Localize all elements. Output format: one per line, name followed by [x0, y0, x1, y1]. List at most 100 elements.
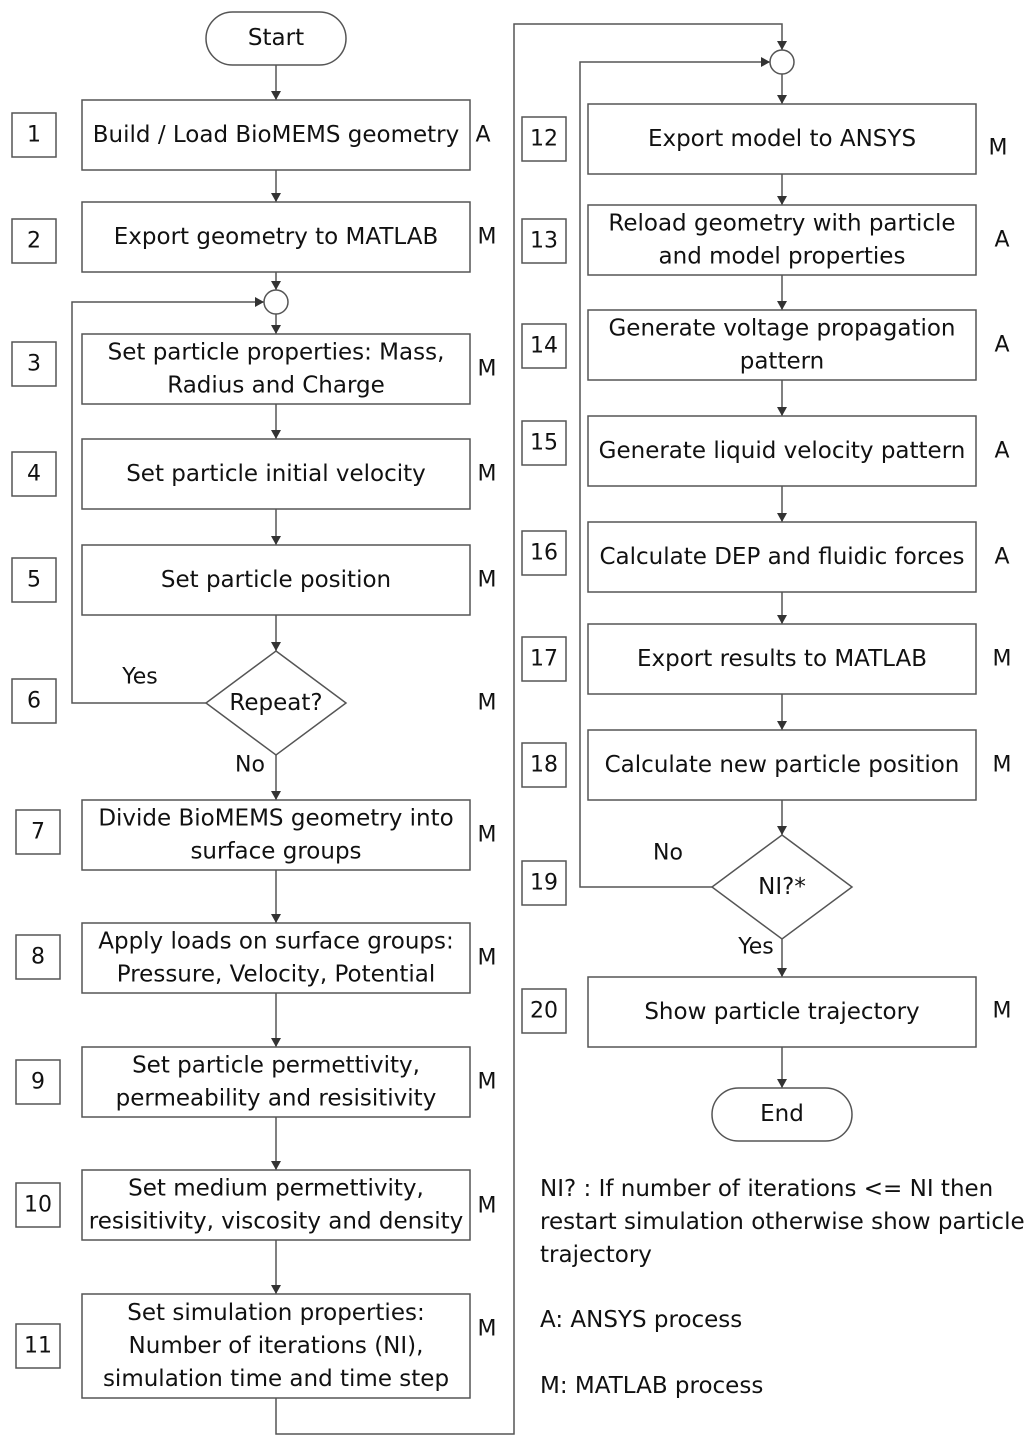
process-box-14	[587, 309, 977, 381]
arrowhead	[777, 513, 787, 522]
process-box-8	[81, 922, 471, 994]
process-box-13	[587, 204, 977, 276]
process-label: Set particle permettivity,	[132, 1053, 420, 1079]
arrowhead	[777, 615, 787, 624]
process-box-10	[81, 1169, 471, 1241]
process-type-marker: M	[478, 225, 497, 250]
arrowhead	[271, 791, 281, 800]
end-label: End	[760, 1101, 804, 1127]
step-number: 20	[530, 999, 558, 1024]
arrowhead	[271, 1038, 281, 1047]
arrowhead	[271, 325, 281, 334]
step-number: 12	[530, 127, 558, 152]
end-terminal	[711, 1087, 853, 1142]
step-number-box	[11, 218, 57, 264]
step-number-box	[521, 860, 567, 906]
process-type-marker: M	[478, 1194, 497, 1219]
process-label: Generate liquid velocity pattern	[599, 438, 966, 464]
step-number-box	[15, 1059, 61, 1105]
arrowhead	[777, 721, 787, 730]
step-number-box	[521, 116, 567, 162]
process-box-11	[81, 1293, 471, 1399]
step-number: 19	[530, 871, 558, 896]
process-type-marker: M	[993, 999, 1012, 1024]
process-label: pattern	[740, 349, 825, 375]
repeat-yes-label: Yes	[121, 665, 158, 690]
process-box-3	[81, 333, 471, 405]
legend-matlab: M: MATLAB process	[540, 1373, 763, 1399]
process-label: resisitivity, viscosity and density	[89, 1209, 463, 1235]
process-box-12	[587, 103, 977, 175]
step-number-box	[11, 678, 57, 724]
process-label: Reload geometry with particle	[608, 211, 955, 237]
step-number: 11	[24, 1334, 52, 1359]
step-number: 8	[31, 945, 45, 970]
process-label: Show particle trajectory	[644, 999, 919, 1025]
step-number: 6	[27, 689, 41, 714]
process-label: Set medium permettivity,	[128, 1176, 424, 1202]
process-box-1	[81, 99, 471, 171]
step-number-box	[521, 218, 567, 264]
step-number: 4	[27, 462, 41, 487]
step-number: 2	[27, 229, 41, 254]
process-type-marker: M	[989, 136, 1008, 161]
column-transfer-line	[275, 23, 783, 1435]
process-label: Divide BioMEMS geometry into	[98, 806, 453, 832]
process-type-marker: A	[475, 123, 490, 148]
arrowhead	[777, 196, 787, 205]
ni-note-line: restart simulation otherwise show partic…	[540, 1209, 1024, 1235]
step-number: 15	[530, 431, 558, 456]
step-number: 7	[31, 820, 45, 845]
merge-connector-left	[263, 289, 289, 315]
step-number: 5	[27, 568, 41, 593]
ni-loop-line	[579, 61, 770, 888]
ni-yes-label: Yes	[737, 935, 774, 960]
step-number-box	[15, 1182, 61, 1228]
process-box-15	[587, 415, 977, 487]
process-type-marker: A	[994, 439, 1009, 464]
arrowhead	[777, 301, 787, 310]
step-number-box	[521, 988, 567, 1034]
process-type-marker: M	[478, 568, 497, 593]
repeat-no-label: No	[235, 753, 265, 778]
process-label: surface groups	[190, 839, 361, 865]
step-number-box	[521, 636, 567, 682]
process-type-marker: M	[478, 462, 497, 487]
step-number-box	[15, 1323, 61, 1369]
step-number: 16	[530, 541, 558, 566]
process-type-marker: M	[993, 647, 1012, 672]
process-box-16	[587, 521, 977, 593]
arrowhead	[271, 1285, 281, 1294]
start-terminal	[205, 11, 347, 66]
process-label: Generate voltage propagation	[608, 316, 955, 342]
ni-note-line: trajectory	[540, 1242, 652, 1268]
process-type-marker: M	[993, 753, 1012, 778]
arrowhead	[777, 41, 787, 50]
process-box-9	[81, 1046, 471, 1118]
step-number: 17	[530, 647, 558, 672]
process-box-2	[81, 201, 471, 273]
step-number: 13	[530, 229, 558, 254]
step-number-box	[15, 809, 61, 855]
process-label: Set particle position	[161, 567, 391, 593]
decision-diamond-6	[204, 650, 348, 756]
arrowhead	[271, 430, 281, 439]
process-label: Calculate DEP and fluidic forces	[599, 544, 964, 570]
decision-label: Repeat?	[229, 690, 322, 716]
start-label: Start	[248, 25, 304, 51]
step-number: 18	[530, 753, 558, 778]
process-label: Apply loads on surface groups:	[98, 929, 454, 955]
repeat-loop-line	[71, 301, 264, 704]
process-type-marker: M	[478, 823, 497, 848]
arrowhead	[271, 642, 281, 651]
process-label: Radius and Charge	[167, 373, 385, 399]
arrowhead	[271, 91, 281, 100]
ni-no-label: No	[653, 841, 683, 866]
process-label: Set simulation properties:	[127, 1300, 424, 1326]
step-number-box	[521, 420, 567, 466]
process-box-7	[81, 799, 471, 871]
process-label: Export results to MATLAB	[637, 646, 927, 672]
process-box-5	[81, 544, 471, 616]
